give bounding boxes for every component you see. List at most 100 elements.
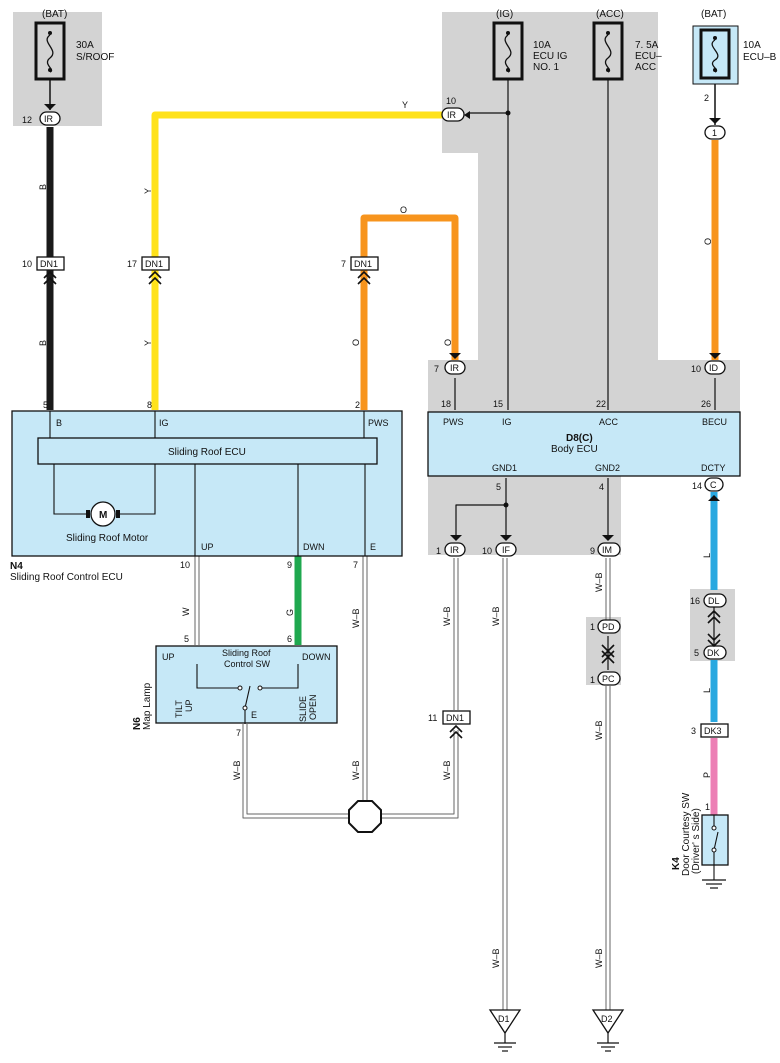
- svg-text:DN1: DN1: [40, 259, 58, 269]
- svg-text:9: 9: [287, 560, 292, 570]
- ground-d1: D1: [488, 1009, 522, 1052]
- connector-dn1-o: DN1 7: [341, 256, 379, 271]
- svg-text:12: 12: [22, 115, 32, 125]
- svg-text:DCTY: DCTY: [701, 463, 726, 473]
- svg-text:1: 1: [590, 622, 595, 632]
- svg-text:8: 8: [147, 400, 152, 410]
- svg-text:18: 18: [441, 399, 451, 409]
- wire-label-g: G: [285, 609, 295, 616]
- svg-text:10: 10: [482, 546, 492, 556]
- svg-text:5: 5: [694, 648, 699, 658]
- svg-text:D2: D2: [601, 1014, 613, 1024]
- connector-dn1-b: DN1 10: [22, 256, 65, 271]
- svg-text:D1: D1: [498, 1014, 510, 1024]
- connector-pd: PD 1: [590, 619, 621, 634]
- fuse-ecu-b: (BAT) 10A ECU–B: [692, 9, 777, 85]
- n6-name: Map Lamp: [142, 682, 153, 730]
- svg-text:DWN: DWN: [303, 542, 325, 552]
- svg-text:IR: IR: [450, 545, 460, 555]
- svg-text:E: E: [370, 542, 376, 552]
- svg-text:16: 16: [690, 596, 700, 606]
- body-ecu-d8: 18 15 22 26 PWS IG ACC BECU D8(C) Body E…: [427, 399, 741, 492]
- fuse-source-label: (BAT): [701, 9, 726, 20]
- connector-ir-o: IR 7: [434, 360, 466, 375]
- fuse-name-2: NO. 1: [533, 62, 560, 73]
- wire-label-p: P: [702, 772, 712, 778]
- svg-text:BECU: BECU: [702, 417, 727, 427]
- svg-text:10: 10: [691, 364, 701, 374]
- connectors: IR 12 IR 10 1 2 IR 7 ID 10 C 14: [22, 93, 729, 739]
- svg-text:PC: PC: [602, 674, 615, 684]
- svg-text:IR: IR: [447, 110, 457, 120]
- wire-color-labels: Y O B B Y Y O O O W G W–B W–B W–B W–B W–…: [38, 100, 713, 968]
- connector-dn1-wb: DN1 11: [428, 710, 471, 725]
- svg-text:7: 7: [341, 259, 346, 269]
- fuse-source-label: (BAT): [42, 9, 67, 20]
- body-ecu-name: Body ECU: [551, 444, 598, 455]
- svg-text:Sliding Roof: Sliding Roof: [222, 648, 271, 658]
- svg-text:10: 10: [446, 96, 456, 106]
- connector-dk: DK 5: [694, 645, 727, 660]
- wire-label-y: Y: [143, 340, 153, 346]
- svg-text:7: 7: [353, 560, 358, 570]
- wire-label-wb: W–B: [491, 948, 501, 968]
- svg-text:IM: IM: [602, 545, 612, 555]
- svg-text:2: 2: [355, 400, 360, 410]
- svg-text:DL: DL: [708, 596, 720, 606]
- connector-pc: PC 1: [590, 671, 621, 686]
- wire-label-o: O: [703, 238, 713, 245]
- wire-label-o: O: [443, 339, 453, 346]
- fuse-name: ECU IG: [533, 51, 568, 62]
- svg-text:SLIDE: SLIDE: [298, 696, 308, 722]
- motor-label: Sliding Roof Motor: [66, 533, 149, 544]
- connector-ir-gnd: IR 1: [436, 542, 466, 557]
- wire-orange-left: [360, 214, 459, 410]
- wire-label-b: B: [38, 340, 48, 346]
- wire-label-wb: W–B: [351, 608, 361, 628]
- ground-d2: D2: [591, 1009, 625, 1052]
- connector-id: ID 10: [691, 360, 726, 375]
- connector-im: IM 9: [590, 542, 621, 557]
- svg-text:PWS: PWS: [443, 417, 464, 427]
- svg-text:IR: IR: [44, 114, 54, 124]
- svg-text:5: 5: [184, 634, 189, 644]
- svg-text:UP: UP: [184, 699, 194, 712]
- n4-name: Sliding Roof Control ECU: [10, 572, 123, 583]
- ecu-n4: Sliding Roof ECU M Sliding Roof Motor 5 …: [10, 400, 403, 583]
- svg-text:10: 10: [180, 560, 190, 570]
- fuse-amp: 7. 5A: [635, 40, 659, 51]
- wire-label-wb: W–B: [442, 760, 452, 780]
- svg-text:4: 4: [599, 482, 604, 492]
- svg-text:OPEN: OPEN: [308, 694, 318, 720]
- body-ecu-code: D8(C): [566, 433, 593, 444]
- svg-text:9: 9: [590, 546, 595, 556]
- svg-text:GND2: GND2: [595, 463, 620, 473]
- svg-text:3: 3: [691, 726, 696, 736]
- svg-text:DK3: DK3: [704, 726, 722, 736]
- svg-text:5: 5: [496, 482, 501, 492]
- svg-text:DN1: DN1: [145, 259, 163, 269]
- n4-inner-label: Sliding Roof ECU: [168, 447, 246, 458]
- door-courtesy-switch: 1 K4 Door Courtesy SW (Driver' s Side): [671, 792, 729, 889]
- shade-gnd: [428, 475, 621, 555]
- svg-text:DN1: DN1: [446, 713, 464, 723]
- svg-text:IG: IG: [502, 417, 512, 427]
- k4-name: Door Courtesy SW: [681, 792, 692, 876]
- connector-dk3: DK3 3: [691, 723, 729, 738]
- wire-label-wb: W–B: [594, 720, 604, 740]
- svg-text:Control SW: Control SW: [224, 659, 271, 669]
- svg-text:2: 2: [704, 93, 709, 103]
- svg-text:14: 14: [692, 481, 702, 491]
- svg-text:6: 6: [287, 634, 292, 644]
- wire-label-wb: W–B: [594, 572, 604, 592]
- wire-label-wb: W–B: [442, 606, 452, 626]
- n4-code: N4: [10, 561, 23, 572]
- svg-text:5: 5: [43, 400, 48, 410]
- svg-text:PD: PD: [602, 622, 615, 632]
- connector-if: IF 10: [482, 542, 517, 557]
- svg-text:26: 26: [701, 399, 711, 409]
- connector-ir-top: IR 12: [22, 111, 61, 126]
- svg-text:DN1: DN1: [354, 259, 372, 269]
- svg-text:DOWN: DOWN: [302, 652, 331, 662]
